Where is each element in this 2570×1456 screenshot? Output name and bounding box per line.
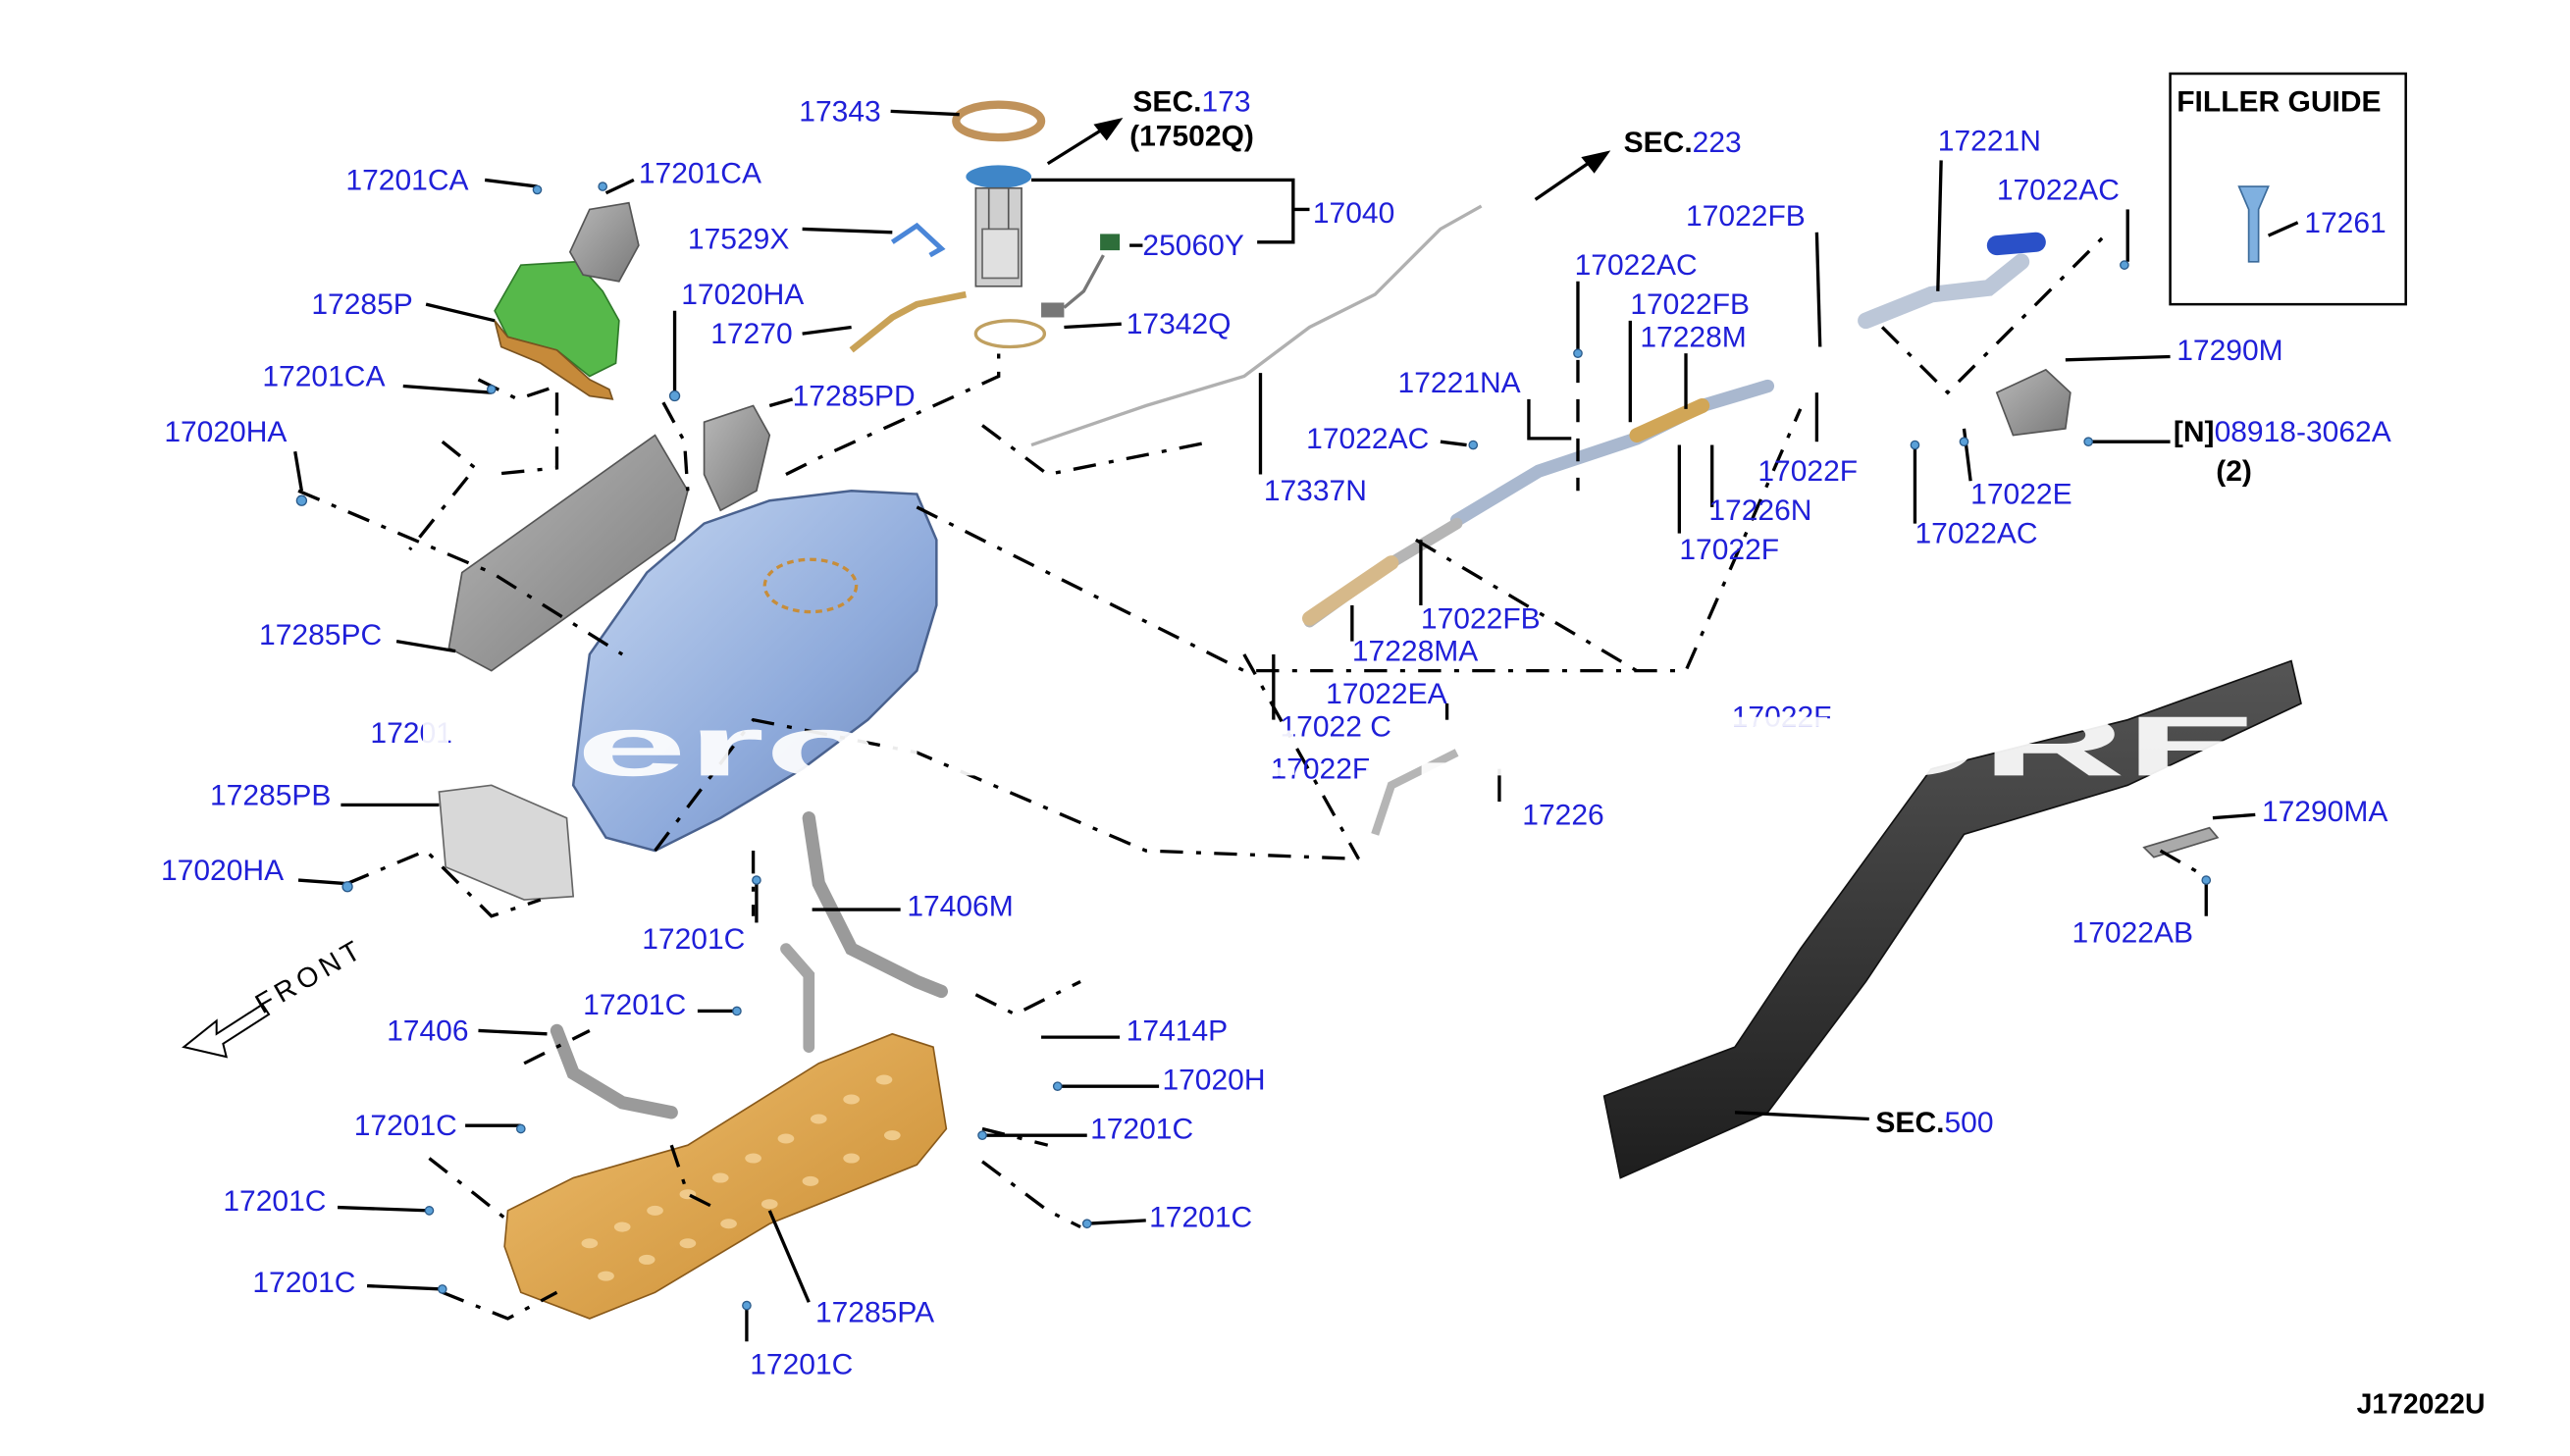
part-label: 17285PD (793, 381, 916, 413)
diagram-code: J172022U (2357, 1389, 2486, 1421)
part-label: 17290M (2177, 335, 2282, 367)
part-label: 17285PC (259, 619, 382, 651)
bracket-17290ma (2142, 826, 2220, 858)
vapor-line (1030, 204, 1483, 447)
part-label: 17529X (688, 223, 789, 255)
part-label: 17022EA (1326, 678, 1446, 710)
watermark: Merchant ... STORE (409, 700, 2258, 794)
part-label: 17201 (370, 717, 451, 750)
part-label: 17201C (750, 1349, 853, 1381)
part-label: 17022F (1679, 534, 1779, 566)
part-label: 17285P (311, 288, 412, 321)
filler-guide-box (2169, 72, 2407, 306)
note-part: 08918-3062A (2215, 416, 2391, 448)
sec173-sub: (17502Q) (1129, 120, 1254, 152)
front-arrow (182, 1003, 271, 1059)
part-label: 17228M (1640, 321, 1746, 353)
part-label: 17022AC (1997, 174, 2120, 206)
part-label: 17201C (583, 989, 686, 1021)
part-label: 17040 (1313, 197, 1394, 230)
part-label: 17022AC (1306, 423, 1429, 455)
sec173-num: 173 (1201, 85, 1250, 118)
part-label: 17201C (354, 1110, 457, 1142)
part-label: 17406M (907, 891, 1013, 923)
hose-17270 (849, 290, 968, 353)
strap-17406m (802, 811, 949, 999)
part-label: 17342Q (1127, 308, 1232, 340)
part-label: 17228MA (1352, 636, 1478, 668)
sec500-num: 500 (1944, 1107, 1993, 1139)
part-label: 17022F (1732, 701, 1832, 733)
part-label: 17201CA (345, 164, 468, 196)
part-label: 17337N (1264, 475, 1367, 507)
part-label: 17201C (252, 1267, 355, 1299)
fuel-level-sender (1041, 234, 1121, 318)
part-label: 17020HA (161, 855, 284, 887)
strap-17406 (550, 1023, 678, 1119)
part-label: 17226 (1522, 799, 1603, 831)
part-label: 17022AB (2072, 916, 2193, 949)
part-label-17261: 17261 (2304, 207, 2386, 239)
part-label: 17221N (1938, 125, 2041, 157)
part-label: 17022AC (1575, 249, 1698, 282)
sec223-num: 223 (1693, 127, 1742, 159)
filler-guide-title: FILLER GUIDE (2177, 85, 2381, 118)
fuel-tank (571, 489, 938, 853)
filler-guide-icon (2237, 185, 2270, 263)
part-label: 17270 (710, 318, 792, 350)
part-label: 17022FB (1630, 288, 1750, 321)
part-label: 17022E (1970, 479, 2072, 511)
bracket-gray (568, 201, 640, 283)
bracket-17290m (1995, 368, 2072, 437)
part-label: 17201C (1090, 1114, 1193, 1146)
gasket-ring (952, 100, 1046, 142)
part-label: 17201C (223, 1185, 326, 1218)
part-label: 17414P (1127, 1014, 1228, 1047)
note-qty: (2) (2216, 455, 2252, 488)
part-label: 17221NA (1398, 367, 1521, 399)
sec223-prefix: SEC. (1624, 127, 1693, 159)
sec500-label: SEC.500 (1875, 1107, 1993, 1139)
part-label: 17343 (799, 95, 880, 128)
heat-shield-pd (703, 404, 771, 512)
part-label: 17022AC (1914, 518, 2037, 550)
part-label: 25060Y (1142, 230, 1243, 262)
part-label: 17201C (642, 923, 745, 956)
part-label: 17201CA (262, 361, 385, 393)
heat-shield-pb (438, 784, 575, 901)
filler-neck (1858, 253, 2030, 330)
note-prefix: [N] (2174, 416, 2215, 448)
front-label: FRONT (250, 933, 370, 1020)
heat-shield-pc (447, 434, 689, 672)
part-label: 17020HA (164, 416, 287, 448)
bracket-17529x (890, 222, 946, 258)
o-ring (973, 319, 1047, 349)
part-label: 17022FB (1686, 200, 1806, 233)
part-label: 17022 C (1280, 710, 1390, 743)
part-label: 17406 (387, 1014, 468, 1047)
note-label: [N]08918-3062A (2174, 416, 2391, 448)
sec173-label: SEC.173 (1132, 85, 1250, 118)
sec500-prefix: SEC. (1875, 1107, 1944, 1139)
fuel-pump-module (966, 165, 1032, 287)
part-label: 17022F (1270, 754, 1370, 786)
part-label: 17201C (1149, 1202, 1252, 1234)
part-label: 17022FB (1421, 602, 1541, 635)
part-label: 17020H (1162, 1064, 1265, 1096)
sec173-prefix: SEC. (1132, 85, 1201, 118)
part-label: 17285PA (815, 1296, 934, 1328)
part-label: 17226N (1708, 494, 1811, 527)
part-label: 17201CA (639, 158, 761, 190)
sec173-arrow (1046, 129, 1101, 166)
sec223-label: SEC.223 (1624, 127, 1742, 159)
part-label: 17290MA (2262, 796, 2387, 828)
part-label: 17022F (1757, 455, 1858, 488)
part-label: 17285PB (210, 779, 331, 811)
part-label: 17020HA (681, 279, 804, 311)
sec223-arrow (1534, 162, 1589, 201)
